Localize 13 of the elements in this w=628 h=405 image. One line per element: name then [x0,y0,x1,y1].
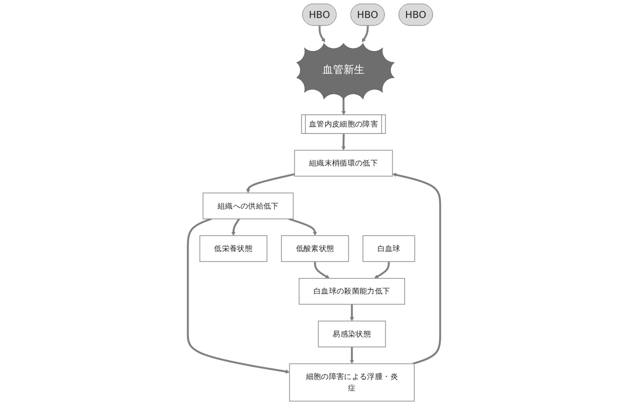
arrow [342,98,346,116]
arrow [350,346,354,364]
arrow [392,172,442,365]
arrow [314,262,330,279]
arrow [186,218,290,374]
arrow [362,26,369,42]
arrow [231,218,240,236]
arrow [374,262,390,279]
arrow [318,26,326,42]
arrow [246,173,295,194]
arrow [288,218,318,236]
arrow [350,304,354,322]
arrow [341,134,346,150]
